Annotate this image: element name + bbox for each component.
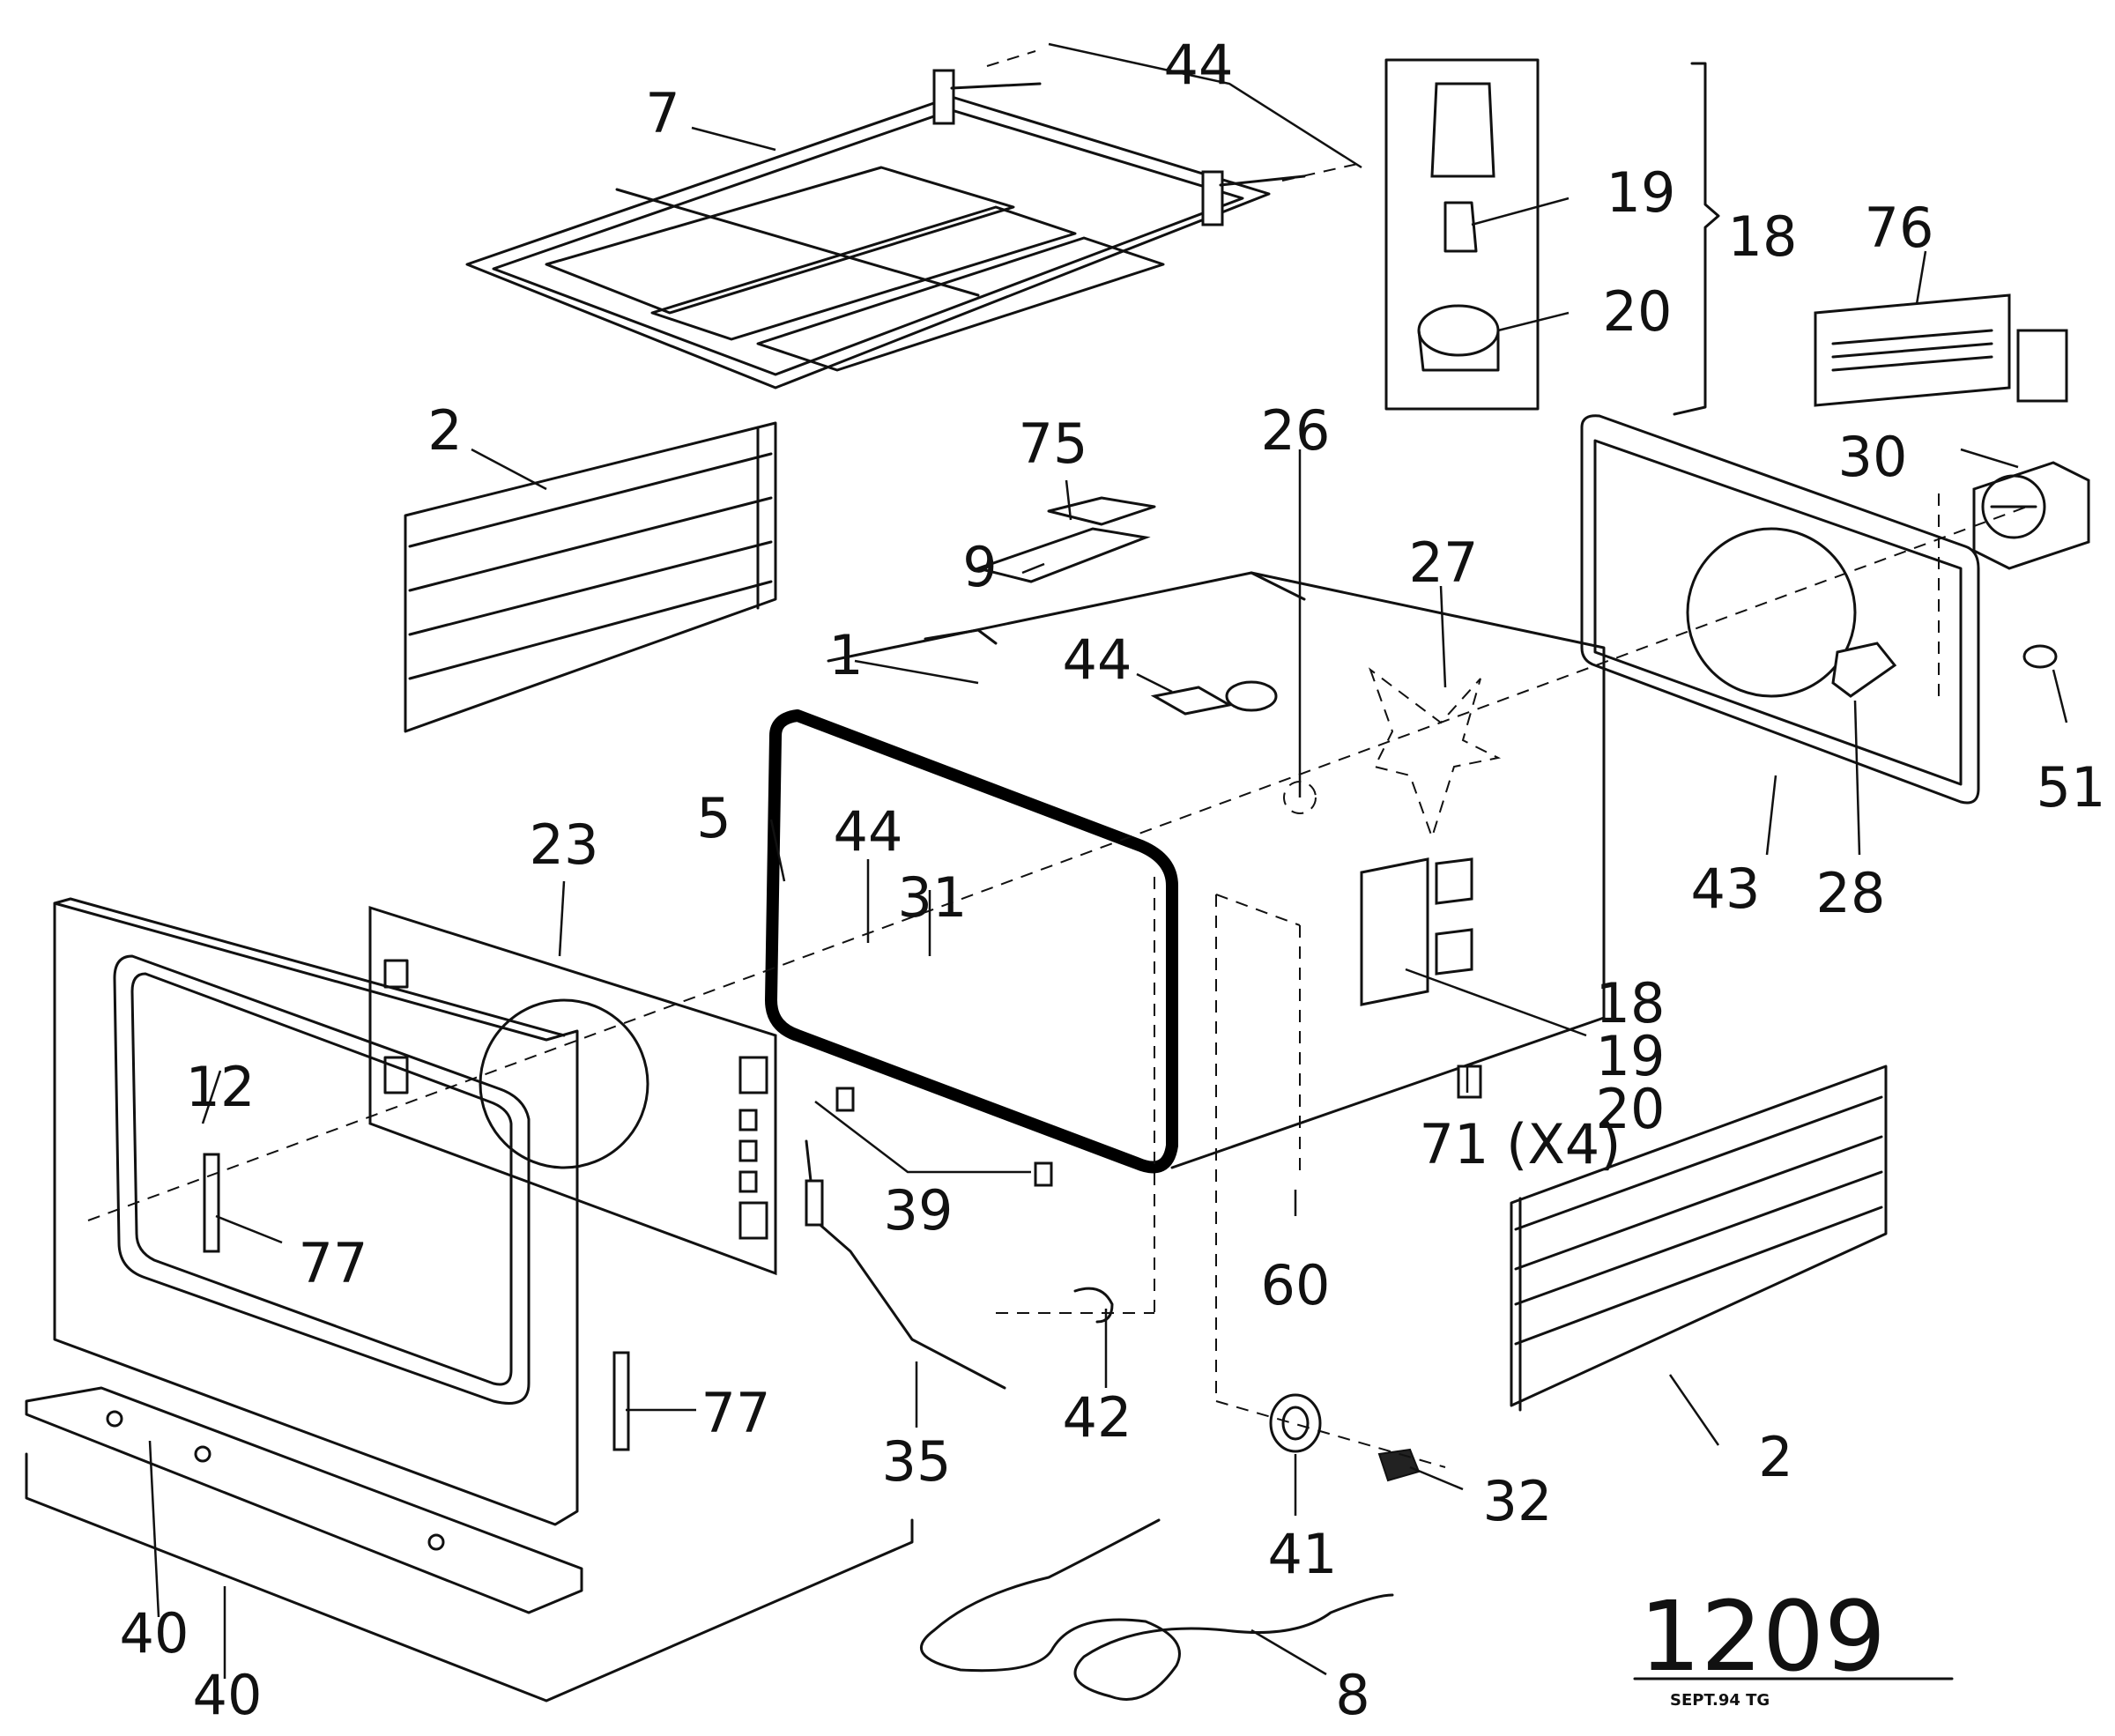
label-26: 26	[1261, 398, 1331, 463]
drawing-number-block: 1209 SEPT.94 TG	[1633, 1580, 1954, 1710]
label-32: 32	[1483, 1469, 1553, 1533]
label-35: 35	[882, 1429, 952, 1494]
bottom-trim	[25, 1386, 914, 1703]
drawing-number: 1209	[1639, 1580, 1886, 1693]
foot	[1457, 1065, 1482, 1099]
tangential-fan	[1814, 293, 2068, 407]
side-rack-left	[404, 421, 777, 733]
label-20-mid: 20	[1596, 1077, 1666, 1141]
leader-lines	[148, 42, 2068, 1679]
label-7: 7	[645, 81, 679, 145]
label-23: 23	[530, 812, 599, 877]
label-75: 75	[1019, 412, 1088, 476]
label-28: 28	[1816, 861, 1886, 925]
temperature-probe	[805, 1139, 1006, 1390]
bracket-screws	[835, 1087, 1053, 1187]
label-19-mid: 19	[1596, 1024, 1666, 1088]
label-44-top: 44	[1164, 33, 1234, 97]
label-71: 71 (X4)	[1420, 1112, 1622, 1176]
label-39: 39	[884, 1178, 954, 1243]
label-43: 43	[1691, 857, 1761, 921]
side-rack-right	[1510, 1065, 1888, 1412]
label-18-mid: 18	[1596, 971, 1666, 1035]
label-44-mid: 44	[1063, 627, 1132, 692]
label-27: 27	[1409, 530, 1479, 595]
label-42: 42	[1063, 1385, 1132, 1450]
label-76: 76	[1865, 196, 1934, 260]
label-5: 5	[696, 786, 731, 850]
label-40-b: 40	[193, 1663, 263, 1727]
label-44-low: 44	[834, 799, 903, 864]
label-60: 60	[1261, 1253, 1331, 1317]
grill-heating-element	[465, 69, 1306, 389]
drawing-date: SEPT.94 TG	[1670, 1691, 1770, 1710]
lamp-holder	[1269, 1393, 1322, 1453]
label-77-right: 77	[701, 1381, 771, 1445]
rear-frame	[1580, 414, 1980, 805]
label-31: 31	[898, 865, 968, 930]
assembly-axis-lines	[87, 50, 2028, 1468]
label-40-a: 40	[120, 1601, 189, 1666]
door-gasket	[765, 709, 1178, 1174]
control-panel	[368, 905, 777, 1276]
label-9: 9	[962, 535, 997, 599]
fan-motor	[1972, 461, 2090, 570]
oven-cavity	[827, 571, 1606, 1169]
label-8: 8	[1335, 1663, 1369, 1727]
door-frame	[53, 897, 630, 1526]
label-20-top: 20	[1603, 279, 1673, 344]
label-41: 41	[1268, 1522, 1338, 1586]
label-51: 51	[2037, 755, 2106, 820]
label-77-left: 77	[299, 1231, 368, 1295]
part-number-labels: 44 7 19 18 20 76 2 75 26 30 9 27 1 44 5 …	[120, 33, 2106, 1727]
label-2-left: 2	[427, 398, 462, 463]
bottom-heating-element	[920, 1518, 1394, 1701]
label-18-top: 18	[1728, 204, 1798, 269]
convection-fan-blade	[1283, 667, 1502, 841]
clip	[1073, 1287, 1114, 1324]
label-30: 30	[1838, 425, 1908, 489]
motor-spring-clip	[2022, 644, 2058, 669]
bracket	[973, 496, 1156, 583]
lamp-assembly-box	[1384, 58, 1720, 416]
label-19-top: 19	[1607, 160, 1676, 225]
label-2-right: 2	[1758, 1425, 1792, 1489]
label-1: 1	[828, 623, 863, 687]
label-12: 12	[186, 1055, 256, 1119]
